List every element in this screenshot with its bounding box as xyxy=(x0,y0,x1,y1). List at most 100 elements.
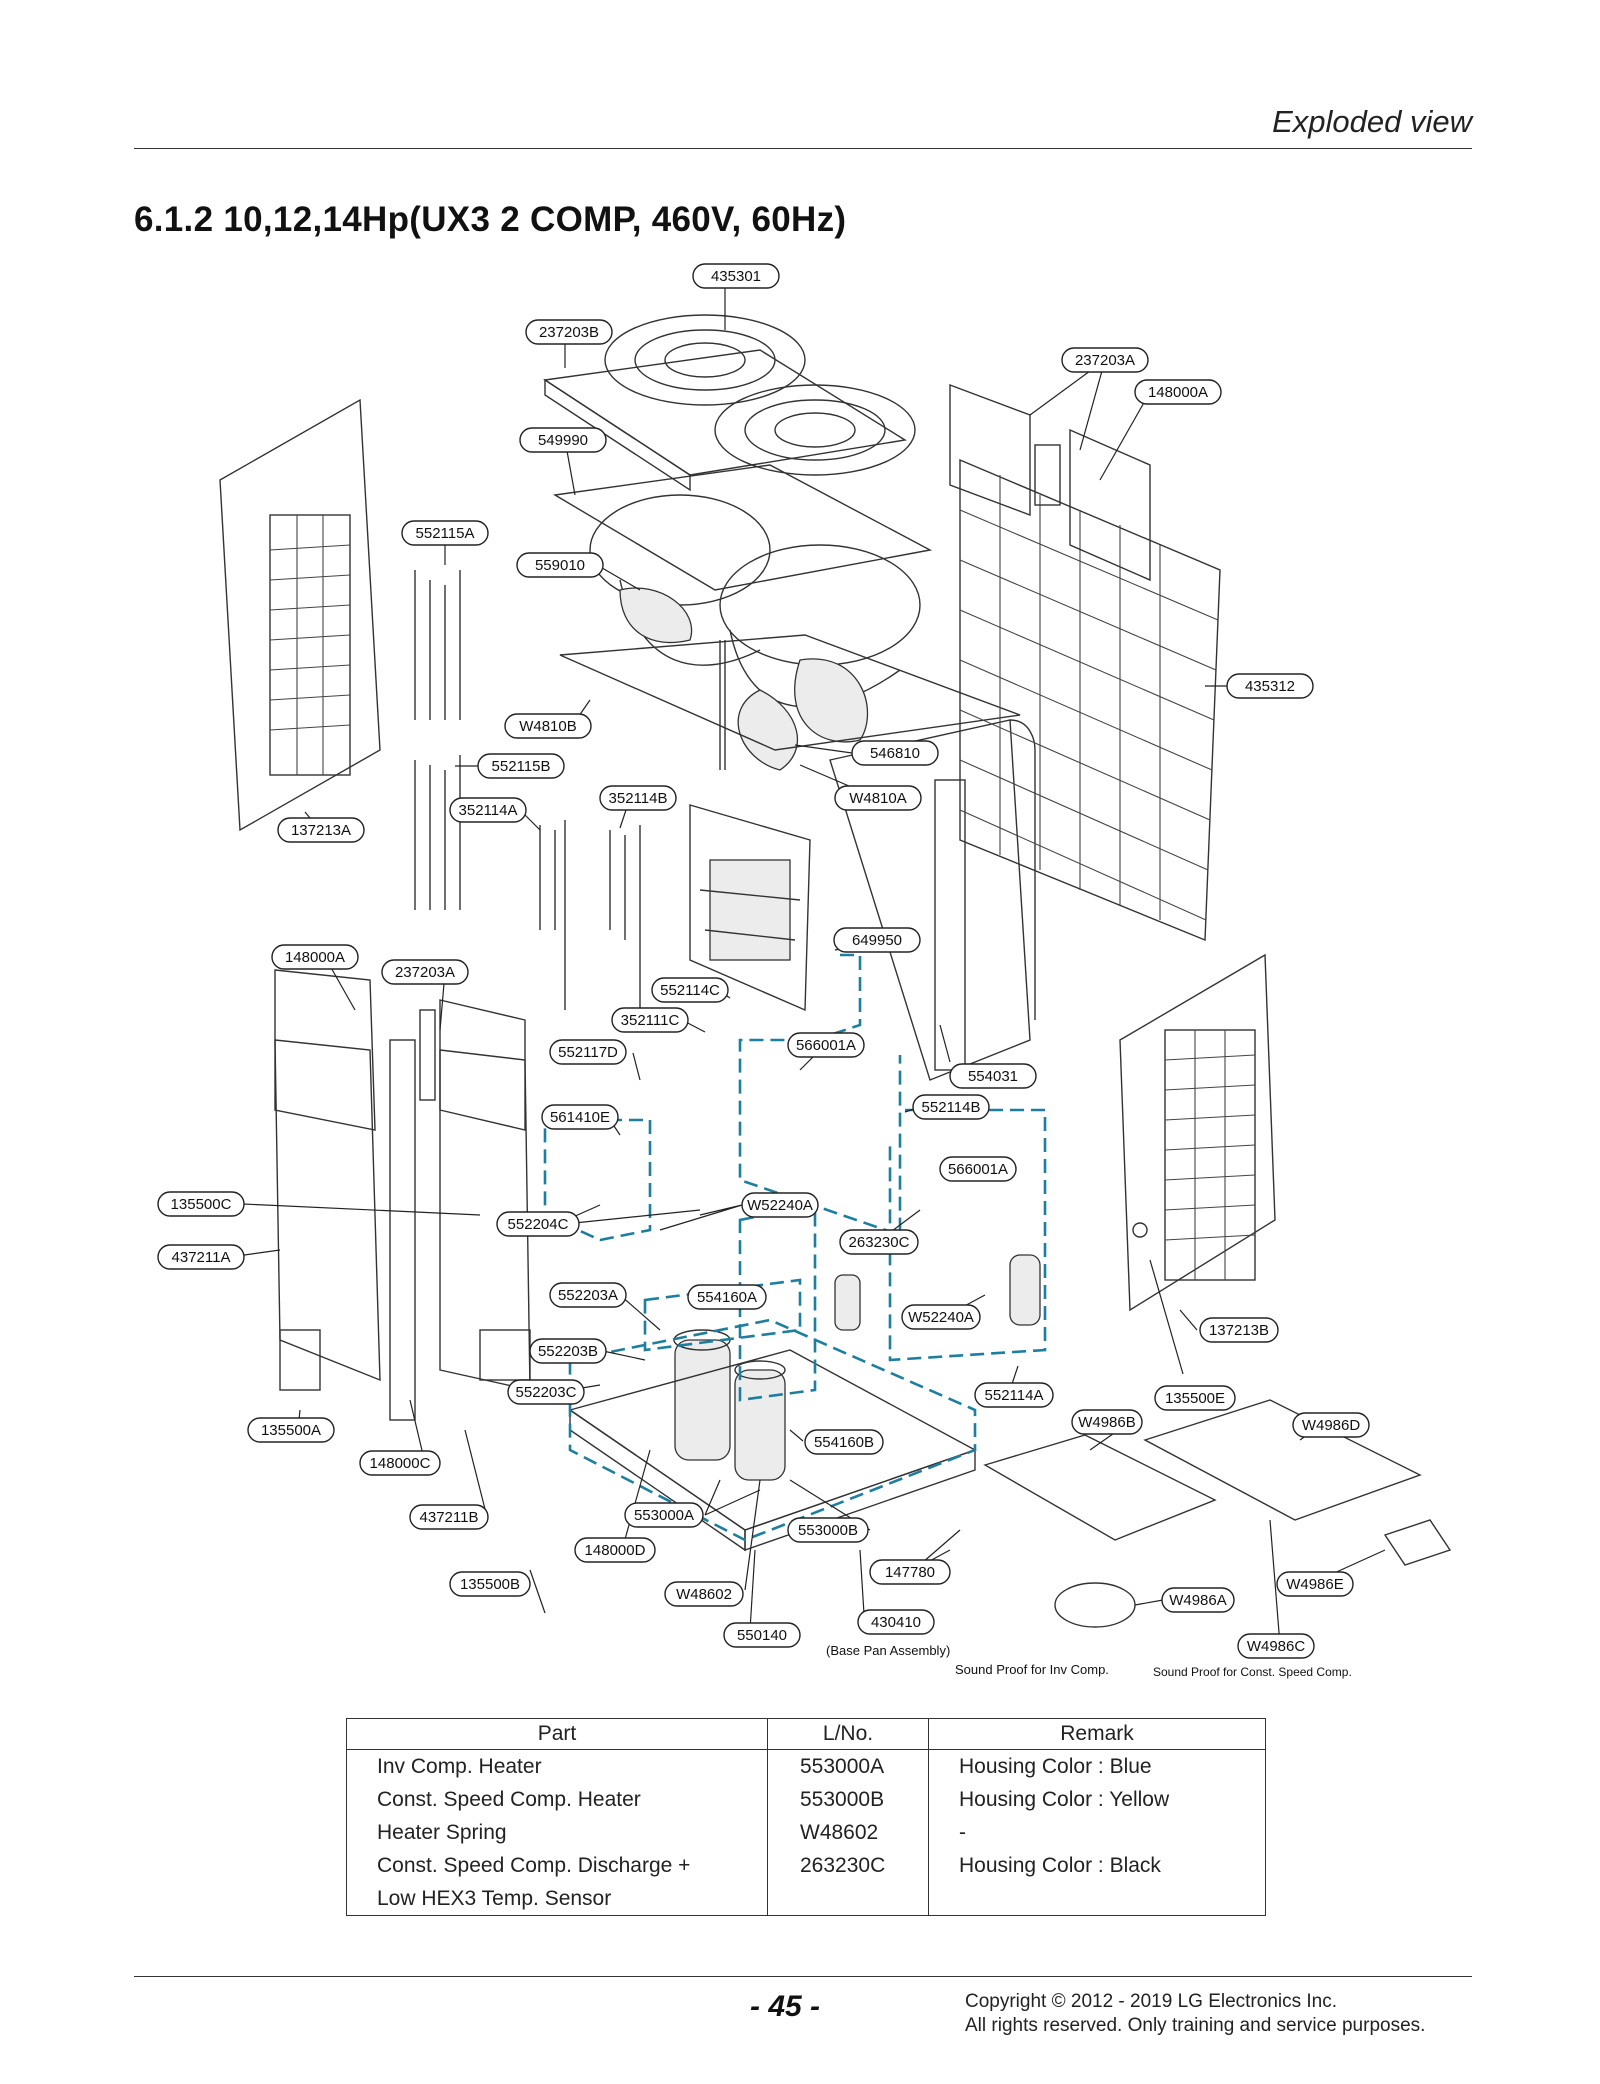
top-frame xyxy=(559,634,1021,770)
footer-rule xyxy=(134,1976,1472,1977)
cell-remark: - xyxy=(928,1816,1266,1849)
svg-text:137213A: 137213A xyxy=(291,822,351,839)
svg-text:137213B: 137213B xyxy=(1209,1322,1269,1339)
svg-text:552114A: 552114A xyxy=(985,1387,1044,1404)
callout-552117d: 552117D xyxy=(549,1039,627,1065)
svg-text:237203A: 237203A xyxy=(395,964,455,981)
svg-text:352114A: 352114A xyxy=(459,802,518,819)
svg-text:435312: 435312 xyxy=(1245,678,1295,695)
callout-237203a-left: 237203A xyxy=(381,959,469,985)
svg-text:566001A: 566001A xyxy=(796,1037,856,1054)
callout-w4986e: W4986E xyxy=(1276,1571,1354,1597)
table-row: Low HEX3 Temp. Sensor xyxy=(346,1882,1266,1916)
callout-552114b: 552114B xyxy=(912,1094,990,1120)
svg-text:263230C: 263230C xyxy=(849,1234,910,1251)
callout-554160a: 554160A xyxy=(687,1284,767,1310)
callout-552203b: 552203B xyxy=(529,1338,607,1364)
svg-text:435301: 435301 xyxy=(711,268,761,285)
cell-part: Heater Spring xyxy=(346,1816,768,1849)
note-sound-proof-const: Sound Proof for Const. Speed Comp. xyxy=(1153,1665,1352,1679)
fan-shroud xyxy=(552,464,933,708)
cell-part: Const. Speed Comp. Discharge + xyxy=(346,1849,768,1882)
svg-text:552115A: 552115A xyxy=(416,525,475,542)
callout-546810: 546810 xyxy=(851,740,939,766)
note-base-pan: (Base Pan Assembly) xyxy=(826,1643,950,1658)
cell-lno xyxy=(767,1882,929,1916)
svg-text:W48602: W48602 xyxy=(676,1586,732,1603)
fan-guards xyxy=(543,314,916,492)
cell-part: Low HEX3 Temp. Sensor xyxy=(346,1882,768,1916)
svg-text:147780: 147780 xyxy=(885,1564,935,1581)
svg-text:553000B: 553000B xyxy=(798,1522,858,1539)
front-panels xyxy=(274,969,531,1421)
svg-text:W4986C: W4986C xyxy=(1247,1638,1306,1655)
svg-text:135500E: 135500E xyxy=(1165,1390,1225,1407)
svg-text:437211B: 437211B xyxy=(420,1509,479,1526)
callout-435301: 435301 xyxy=(692,263,780,289)
svg-text:135500A: 135500A xyxy=(261,1422,321,1439)
svg-text:552117D: 552117D xyxy=(558,1044,618,1061)
callout-561410e: 561410E xyxy=(541,1104,619,1130)
cell-lno: 553000A xyxy=(767,1749,929,1783)
callout-553000b: 553000B xyxy=(787,1517,869,1543)
svg-text:352111C: 352111C xyxy=(621,1012,680,1029)
callout-435312: 435312 xyxy=(1226,673,1314,699)
svg-text:135500C: 135500C xyxy=(171,1196,232,1213)
callout-137213b: 137213B xyxy=(1199,1317,1279,1343)
page-number: - 45 - xyxy=(750,1990,821,2023)
svg-text:437211A: 437211A xyxy=(172,1249,231,1266)
callout-w52240a-1: W52240A xyxy=(741,1192,819,1218)
callout-w4810b: W4810B xyxy=(504,713,592,739)
callout-237203b: 237203B xyxy=(525,319,613,345)
callout-352114b: 352114B xyxy=(599,785,677,811)
callout-148000a-left: 148000A xyxy=(271,944,359,970)
column-header-lno: L/No. xyxy=(767,1718,929,1750)
callout-w4986c: W4986C xyxy=(1237,1633,1315,1659)
callout-w4986b: W4986B xyxy=(1071,1409,1143,1435)
copyright-line-2: All rights reserved. Only training and s… xyxy=(965,2015,1426,2036)
cell-remark: Housing Color : Yellow xyxy=(928,1783,1266,1816)
callout-552114c: 552114C xyxy=(651,977,729,1003)
svg-text:237203B: 237203B xyxy=(539,324,599,341)
copyright: Copyright © 2012 - 2019 LG Electronics I… xyxy=(965,1990,1425,2038)
rear-top-panels xyxy=(949,383,1151,582)
table-header-row: Part L/No. Remark xyxy=(346,1718,1266,1750)
svg-text:430410: 430410 xyxy=(871,1614,921,1631)
pipe-assemblies xyxy=(414,570,641,1010)
callout-437211a: 437211A xyxy=(157,1244,245,1270)
heat-exchanger xyxy=(829,719,1036,1081)
rear-grille xyxy=(959,458,1221,942)
table-row: Const. Speed Comp. Heater 553000B Housin… xyxy=(346,1783,1266,1816)
callout-148000d: 148000D xyxy=(574,1537,656,1563)
svg-text:566001A: 566001A xyxy=(948,1161,1008,1178)
callout-352111c: 352111C xyxy=(611,1007,689,1033)
svg-text:552114C: 552114C xyxy=(660,982,720,999)
svg-text:546810: 546810 xyxy=(870,745,920,762)
svg-text:W4810A: W4810A xyxy=(849,790,907,807)
section-title: 6.1.2 10,12,14Hp(UX3 2 COMP, 460V, 60Hz) xyxy=(134,200,847,239)
callout-552204c: 552204C xyxy=(496,1211,580,1237)
svg-text:W4986A: W4986A xyxy=(1169,1592,1227,1609)
column-header-part: Part xyxy=(346,1718,768,1750)
control-box xyxy=(689,804,811,1012)
right-side-panel xyxy=(1119,953,1276,1312)
svg-text:552115B: 552115B xyxy=(492,758,551,775)
callout-550140: 550140 xyxy=(723,1622,801,1648)
fan-blades xyxy=(619,587,869,771)
svg-text:W4986D: W4986D xyxy=(1302,1417,1361,1434)
svg-text:549990: 549990 xyxy=(538,432,588,449)
table-row: Const. Speed Comp. Discharge + 263230C H… xyxy=(346,1849,1266,1882)
callout-135500a: 135500A xyxy=(247,1417,335,1443)
callout-549990: 549990 xyxy=(519,427,607,453)
callout-148000a-top: 148000A xyxy=(1134,379,1222,405)
callout-137213a: 137213A xyxy=(277,817,365,843)
callout-w4810a: W4810A xyxy=(834,785,922,811)
svg-text:552203A: 552203A xyxy=(558,1287,618,1304)
svg-text:554160B: 554160B xyxy=(814,1434,874,1451)
callout-w48602: W48602 xyxy=(664,1581,744,1607)
svg-text:148000A: 148000A xyxy=(285,949,345,966)
callout-552114a: 552114A xyxy=(974,1382,1054,1408)
table-row: Inv Comp. Heater 553000A Housing Color :… xyxy=(346,1749,1266,1783)
svg-text:W4986B: W4986B xyxy=(1078,1414,1136,1431)
callout-w52240a-2: W52240A xyxy=(901,1304,981,1330)
